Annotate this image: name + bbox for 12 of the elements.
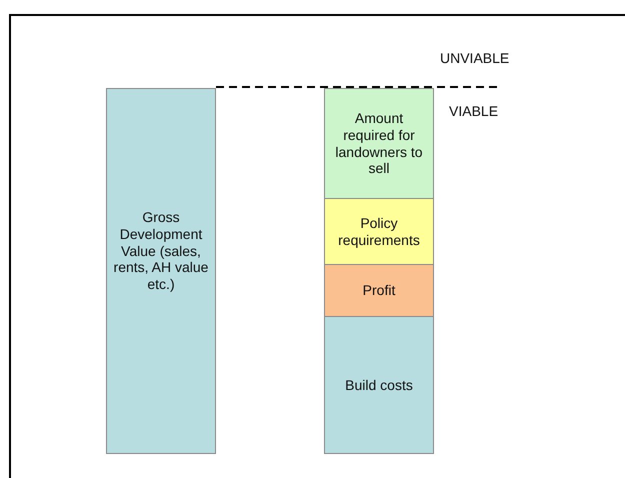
segment-label: Policy requirements — [337, 214, 421, 248]
segment-label: Profit — [362, 282, 396, 299]
stacked-bar-segment — [324, 198, 434, 265]
threshold-label: UNVIABLE — [440, 50, 510, 66]
threshold-label: VIABLE — [449, 103, 498, 119]
stacked-bar-segment — [324, 88, 434, 199]
stacked-bar-segment — [324, 316, 434, 454]
stacked-bar-segment — [106, 88, 216, 454]
stacked-bar-segment — [324, 264, 434, 317]
segment-label: Amount required for landowners to sell — [334, 110, 424, 178]
segment-label: Gross Development Value (sales, rents, AH value etc.) — [112, 209, 210, 293]
segment-label: Build costs — [344, 376, 414, 394]
